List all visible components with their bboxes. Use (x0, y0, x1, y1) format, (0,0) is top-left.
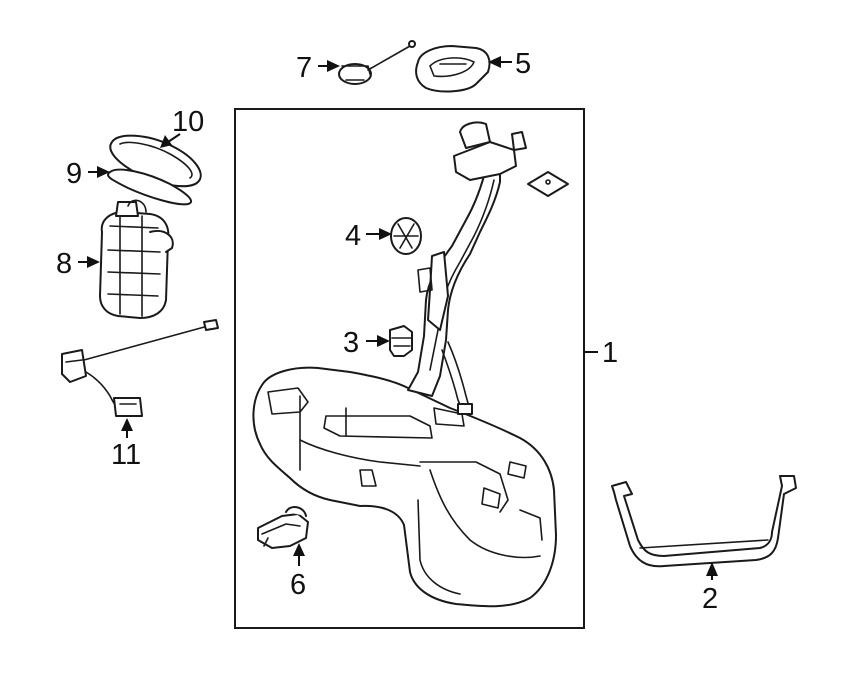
fuel-level-sender-drawing (61, 319, 219, 417)
tank-assembly-frame (234, 108, 585, 629)
callout-4: 4 (345, 220, 361, 252)
callout-9: 9 (66, 158, 82, 190)
callout-5: 5 (515, 48, 531, 80)
callout-3: 3 (343, 327, 359, 359)
fuel-pump-module-drawing (99, 199, 174, 319)
seal-ring-large-drawing (109, 134, 202, 188)
callout-10: 10 (172, 106, 204, 138)
leader-lines (78, 56, 718, 580)
callout-6: 6 (290, 569, 306, 601)
sensor-valve-drawing (257, 506, 309, 549)
fuel-tank-drawing (252, 121, 557, 608)
cover-plate-drawing (415, 45, 491, 93)
plug-drawing (390, 217, 422, 255)
callout-2: 2 (702, 583, 718, 615)
seal-ring-small-drawing (107, 168, 193, 206)
callout-7: 7 (296, 52, 312, 84)
callout-1: 1 (602, 337, 618, 369)
pad-drawing (527, 171, 569, 197)
callout-11: 11 (111, 439, 141, 471)
callout-8: 8 (56, 248, 72, 280)
grommet-drawing (389, 325, 413, 357)
sender-cap-drawing (338, 40, 416, 85)
tank-strap-drawing (611, 475, 797, 568)
